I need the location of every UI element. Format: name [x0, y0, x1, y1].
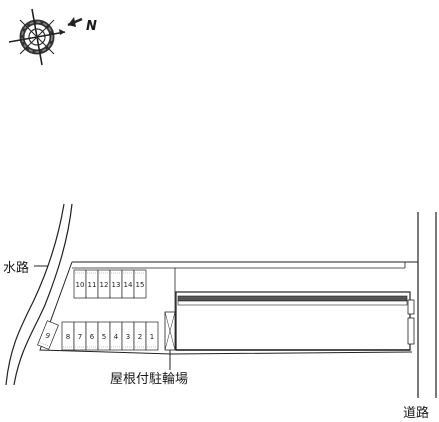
parking-space-number: 11: [88, 281, 97, 289]
parking-space-number: 4: [114, 333, 119, 341]
bicycle-parking-label: 屋根付駐輪場: [110, 371, 188, 387]
covered-bicycle-parking: [164, 311, 176, 351]
parking-space: 13: [109, 269, 123, 299]
road-label: 道路: [403, 405, 429, 421]
parking-space-number: 10: [76, 281, 85, 289]
parking-space: 12: [97, 269, 111, 299]
parking-space: 8: [61, 321, 75, 351]
parking-space: 10: [73, 269, 87, 299]
parking-space-number: 3: [126, 333, 130, 341]
parking-space-number: 9: [44, 331, 51, 340]
parking-space: 14: [121, 269, 135, 299]
parking-space-number: 2: [138, 333, 142, 341]
property-boundary: [39, 261, 418, 355]
north-arrow-icon: [67, 17, 83, 27]
parking-space: 1: [145, 321, 159, 351]
parking-space: 5: [97, 321, 111, 351]
parking-space-number: 14: [124, 281, 133, 289]
parking-space-number: 8: [66, 333, 70, 341]
compass-north-label: N: [86, 19, 97, 34]
parking-space-number: 13: [112, 281, 121, 289]
parking-space: 4: [109, 321, 123, 351]
parking-space: 2: [133, 321, 147, 351]
road: [417, 212, 437, 398]
parking-space-number: 7: [78, 333, 82, 341]
parking-space: 6: [85, 321, 99, 351]
parking-space-number: 5: [102, 333, 106, 341]
parking-space: 7: [73, 321, 87, 351]
apartment-building: [175, 291, 415, 351]
compass-icon: [8, 8, 66, 66]
parking-space-number: 12: [100, 281, 109, 289]
parking-space: 3: [121, 321, 135, 351]
parking-space: 9: [37, 320, 59, 350]
waterway-label: 水路: [3, 260, 29, 276]
parking-space: 15: [133, 269, 147, 299]
waterway: [5, 203, 73, 386]
parking-space-number: 15: [136, 281, 145, 289]
parking-space: 11: [85, 269, 99, 299]
parking-space-number: 1: [150, 333, 154, 341]
parking-space-number: 6: [90, 333, 95, 341]
